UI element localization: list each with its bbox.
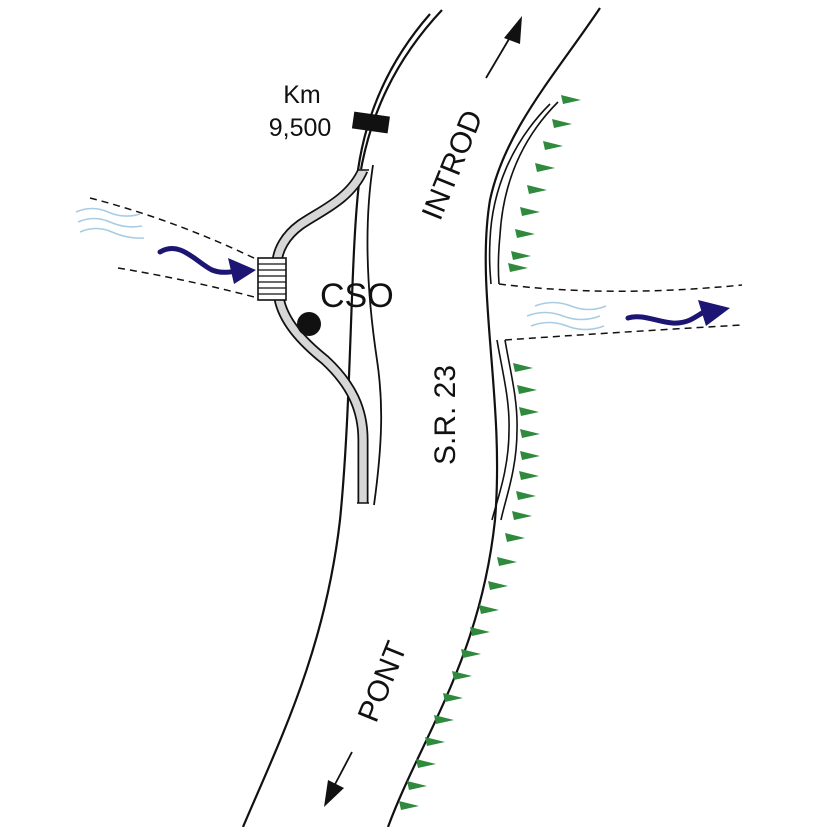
lay-by [271, 167, 369, 504]
vegetation-tick-icon [552, 119, 572, 128]
culvert-grate-icon [257, 257, 287, 301]
vegetation-tick-icon [517, 385, 537, 394]
arrowhead-south-icon [324, 780, 344, 807]
vegetation-marks [399, 95, 581, 810]
direction-south-label: PONT [352, 637, 414, 727]
vegetation-tick-icon [425, 737, 445, 746]
vegetation-tick-icon [434, 715, 454, 724]
vegetation-tick-icon [416, 759, 436, 768]
vegetation-tick-icon [520, 207, 540, 216]
vegetation-tick-icon [515, 229, 535, 238]
vegetation-tick-icon [519, 407, 539, 416]
vegetation-tick-icon [535, 163, 555, 172]
stream-east-bank-north [498, 283, 743, 292]
water-ripple-icon [75, 207, 145, 239]
east-shoulder-line-inner-south [491, 339, 510, 521]
road-east-edge [386, 7, 601, 827]
km-value: 9,500 [269, 114, 332, 142]
east-shoulder-line-outer-north [497, 101, 559, 285]
direction-north-label: INTROD [416, 106, 490, 225]
vegetation-tick-icon [516, 491, 536, 500]
vegetation-tick-icon [407, 781, 427, 790]
vegetation-tick-icon [519, 471, 539, 480]
vegetation-tick-icon [527, 185, 547, 194]
vegetation-tick-icon [511, 251, 531, 260]
vegetation-tick-icon [488, 581, 508, 590]
site-label: CSO [320, 277, 394, 315]
road-name-label: S.R. 23 [429, 365, 462, 465]
stream-east [498, 283, 743, 341]
stream-west [75, 197, 259, 299]
vegetation-tick-icon [561, 95, 581, 104]
vegetation-tick-icon [513, 363, 533, 372]
vegetation-tick-icon [461, 649, 481, 658]
vegetation-tick-icon [543, 141, 563, 150]
flow-arrow-east [625, 309, 707, 326]
east-shoulder [488, 101, 559, 521]
road-west-curb [366, 164, 383, 506]
km-post-icon [351, 111, 390, 134]
east-shoulder-line-outer-south [500, 339, 518, 521]
stream-west-bank-south [117, 267, 259, 299]
vegetation-tick-icon [512, 511, 532, 520]
vegetation-tick-icon [520, 429, 540, 438]
flow-arrow-west [157, 246, 243, 275]
vegetation-tick-icon [399, 801, 419, 810]
flow-arrowhead-west [228, 258, 256, 284]
vegetation-tick-icon [443, 693, 463, 702]
vegetation-tick-icon [479, 605, 499, 614]
vegetation-tick-icon [508, 263, 528, 272]
vegetation-tick-icon [520, 451, 540, 460]
stream-west-bank-north [89, 197, 259, 261]
road-west-edge-inner [356, 13, 431, 171]
vegetation-tick-icon [452, 671, 472, 680]
vegetation-tick-icon [470, 627, 490, 636]
stream-east-bank-south [504, 324, 743, 341]
direction-arrow-south [324, 751, 353, 807]
km-label: Km [283, 81, 321, 109]
vegetation-tick-icon [505, 533, 525, 542]
flow-arrowhead-east [698, 300, 730, 326]
water-ripple-icon [526, 301, 607, 331]
vegetation-tick-icon [497, 557, 517, 566]
filled-dot-icon [297, 312, 321, 336]
arrowhead-north-icon [504, 16, 522, 44]
east-shoulder-line-inner-north [488, 103, 551, 285]
direction-arrow-north [485, 16, 522, 79]
